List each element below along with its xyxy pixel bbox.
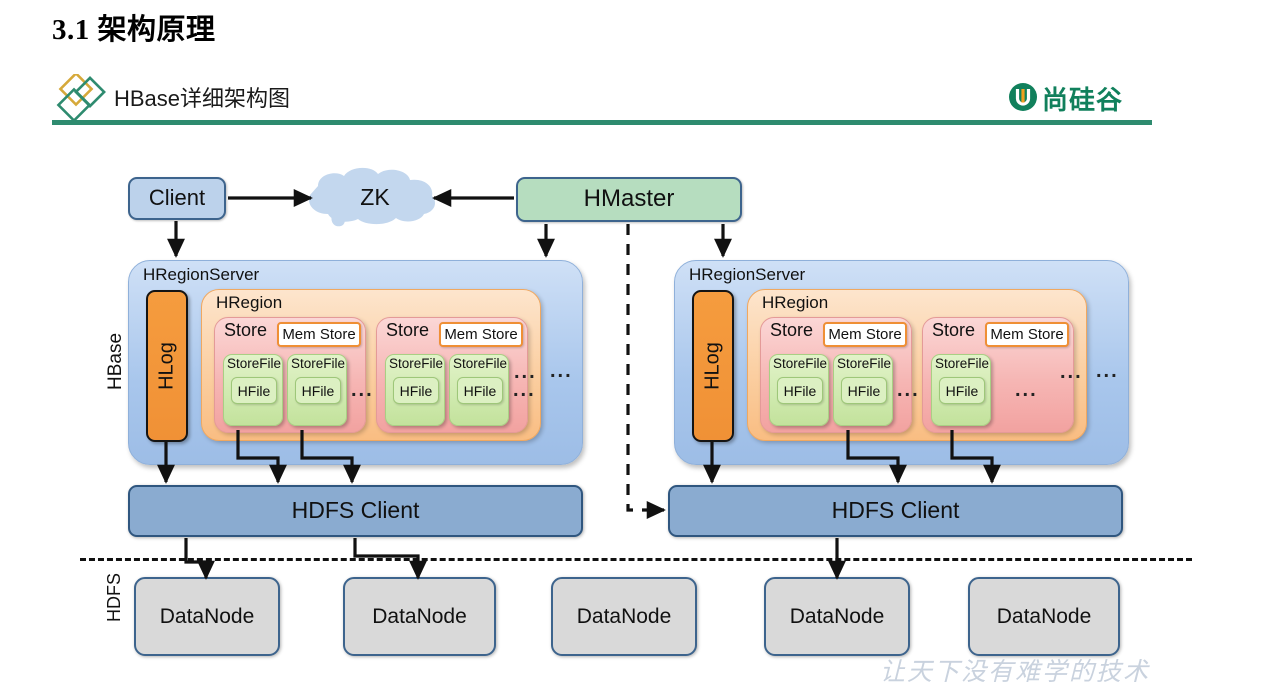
hregion-1[interactable]: HRegion Store Mem Store StoreFile HFile … (201, 289, 541, 441)
storefile[interactable]: StoreFile HFile (931, 354, 991, 426)
store-1-1[interactable]: Store Mem Store StoreFile HFile StoreFil… (214, 317, 372, 433)
memstore[interactable]: Mem Store (823, 322, 907, 347)
hlog-1[interactable]: HLog (146, 290, 188, 442)
hregion-label: HRegion (216, 293, 283, 312)
store-1-2[interactable]: Store Mem Store StoreFile HFile StoreFil… (376, 317, 534, 433)
storefile-label: StoreFile (291, 356, 346, 371)
hfile[interactable]: HFile (841, 377, 887, 404)
store-ellipsis: ... (351, 379, 374, 401)
hregion-ellipsis: ... (514, 361, 537, 383)
storefile-label: StoreFile (837, 356, 892, 371)
store-ellipsis: ... (897, 379, 920, 401)
store-label: Store (932, 320, 976, 340)
storefile[interactable]: StoreFile HFile (449, 354, 509, 426)
hbase-hdfs-separator (80, 558, 1192, 561)
hregionserver-1[interactable]: HRegionServer HLog HRegion Store Mem Sto… (128, 260, 583, 465)
storefile[interactable]: StoreFile HFile (385, 354, 445, 426)
storefile-label: StoreFile (227, 356, 282, 371)
hregionserver-label: HRegionServer (689, 265, 806, 284)
brand-name: 尚硅谷 (1042, 85, 1124, 115)
storefile[interactable]: StoreFile HFile (287, 354, 347, 426)
hregionserver-ellipsis: ... (1096, 360, 1119, 382)
layer-label-hbase: HBase (105, 332, 126, 390)
hmaster-box[interactable]: HMaster (516, 177, 742, 222)
hfile[interactable]: HFile (939, 377, 985, 404)
memstore[interactable]: Mem Store (439, 322, 523, 347)
hregion-ellipsis: ... (1060, 361, 1083, 383)
storefile-label: StoreFile (935, 356, 990, 371)
storefile[interactable]: StoreFile HFile (833, 354, 893, 426)
storefile-label: StoreFile (773, 356, 828, 371)
header-rule (52, 120, 1152, 125)
store-2-2[interactable]: Store Mem Store StoreFile HFile ... (922, 317, 1074, 433)
hregionserver-label: HRegionServer (143, 265, 260, 284)
storefile-label: StoreFile (389, 356, 444, 371)
zk-label[interactable]: ZK (360, 184, 390, 211)
store-label: Store (224, 320, 268, 340)
section-subtitle-row: HBase详细架构图 (52, 74, 1152, 124)
section-subtitle: HBase详细架构图 (114, 86, 291, 111)
hfile[interactable]: HFile (457, 377, 503, 404)
store-ellipsis: ... (513, 379, 536, 401)
hlog-label: HLog (155, 342, 178, 390)
hdfs-client-1[interactable]: HDFS Client (128, 485, 583, 537)
u-circle-icon (1009, 83, 1037, 111)
layer-label-hdfs: HDFS (104, 573, 124, 622)
hfile[interactable]: HFile (393, 377, 439, 404)
hlog-label: HLog (701, 342, 724, 390)
store-ellipsis: ... (1015, 379, 1038, 401)
storefile-label: StoreFile (453, 356, 508, 371)
hfile[interactable]: HFile (231, 377, 277, 404)
hlog-2[interactable]: HLog (692, 290, 734, 442)
client-box[interactable]: Client (128, 177, 226, 220)
memstore[interactable]: Mem Store (277, 322, 361, 347)
store-label: Store (770, 320, 814, 340)
hregionserver-2[interactable]: HRegionServer HLog HRegion Store Mem Sto… (674, 260, 1129, 465)
page-title: 3.1 架构原理 (52, 14, 216, 46)
hfile[interactable]: HFile (295, 377, 341, 404)
hdfs-client-2[interactable]: HDFS Client (668, 485, 1123, 537)
brand-logo: 尚硅谷 (1008, 80, 1153, 116)
datanode-3[interactable]: DataNode (551, 577, 697, 656)
storefile[interactable]: StoreFile HFile (223, 354, 283, 426)
hregion-label: HRegion (762, 293, 829, 312)
store-label: Store (386, 320, 430, 340)
store-2-1[interactable]: Store Mem Store StoreFile HFile StoreFil… (760, 317, 918, 433)
hregionserver-ellipsis: ... (550, 360, 573, 382)
storefile[interactable]: StoreFile HFile (769, 354, 829, 426)
datanode-4[interactable]: DataNode (764, 577, 910, 656)
datanode-2[interactable]: DataNode (343, 577, 496, 656)
hregion-2[interactable]: HRegion Store Mem Store StoreFile HFile … (747, 289, 1087, 441)
datanode-5[interactable]: DataNode (968, 577, 1120, 656)
hfile[interactable]: HFile (777, 377, 823, 404)
memstore[interactable]: Mem Store (985, 322, 1069, 347)
datanode-1[interactable]: DataNode (134, 577, 280, 656)
diamond-pair-icon (56, 74, 106, 122)
watermark-text: 让天下没有难学的技术 (880, 659, 1151, 686)
